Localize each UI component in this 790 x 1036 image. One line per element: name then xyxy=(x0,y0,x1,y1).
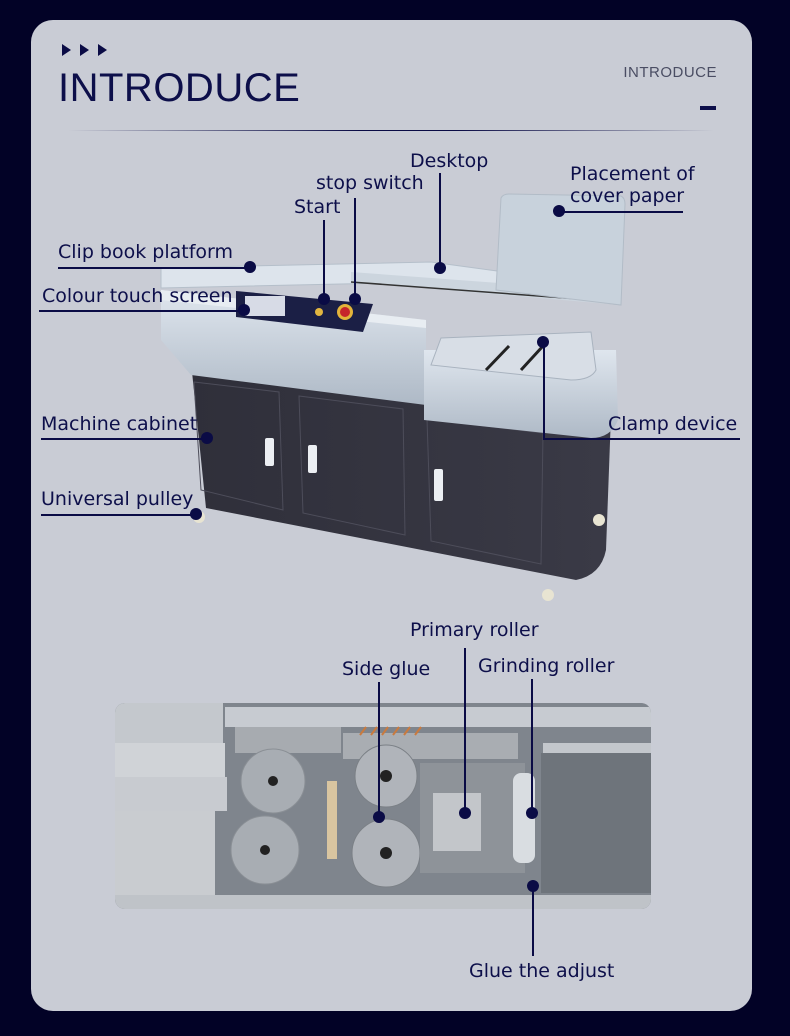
leader-clamp-device-h xyxy=(543,438,740,440)
leader-stop-switch xyxy=(354,198,356,298)
label-placement-line2: cover paper xyxy=(570,185,685,207)
marker-stop-switch xyxy=(349,293,361,305)
section-subtitle: INTRODUCE xyxy=(623,64,717,81)
marker-universal-pulley xyxy=(190,508,202,520)
label-machine-cabinet: Machine cabinet xyxy=(41,413,198,435)
page-title: INTRODUCE xyxy=(58,66,301,110)
play-arrow-icon xyxy=(62,44,71,56)
play-arrow-icon xyxy=(98,44,107,56)
label-grinding-roller: Grinding roller xyxy=(478,655,615,677)
label-side-glue: Side glue xyxy=(342,658,431,680)
marker-grinding-roller xyxy=(526,807,538,819)
label-desktop: Desktop xyxy=(410,150,489,172)
introduce-card: INTRODUCE INTRODUCE xyxy=(31,20,752,1011)
leader-clip-book-platform xyxy=(58,267,250,269)
leader-desktop xyxy=(439,173,441,268)
label-start: Start xyxy=(294,196,341,218)
marker-side-glue xyxy=(373,811,385,823)
leader-placement xyxy=(559,211,683,213)
decor-arrows xyxy=(62,44,107,56)
label-glue-the-adjust: Glue the adjust xyxy=(469,960,615,982)
leader-start xyxy=(323,220,325,298)
marker-primary-roller xyxy=(459,807,471,819)
leader-glue-adjust xyxy=(532,886,534,956)
leader-colour-touch-screen xyxy=(39,310,244,312)
marker-placement xyxy=(553,205,565,217)
marker-machine-cabinet xyxy=(201,432,213,444)
marker-clamp-device xyxy=(537,336,549,348)
label-clamp-device: Clamp device xyxy=(608,413,738,435)
label-stop-switch: stop switch xyxy=(316,172,424,194)
play-arrow-icon xyxy=(80,44,89,56)
glue-unit-detail-photo xyxy=(115,703,651,909)
marker-desktop xyxy=(434,262,446,274)
marker-clip-book-platform xyxy=(244,261,256,273)
marker-colour-touch-screen xyxy=(238,304,250,316)
leader-grinding-roller xyxy=(531,679,533,813)
label-clip-book-platform: Clip book platform xyxy=(58,241,234,263)
leader-primary-roller xyxy=(464,648,466,813)
leader-machine-cabinet xyxy=(41,438,207,440)
marker-start xyxy=(318,293,330,305)
leader-universal-pulley xyxy=(41,514,196,516)
leader-side-glue xyxy=(378,682,380,817)
label-colour-touch-screen: Colour touch screen xyxy=(42,285,233,307)
header-divider xyxy=(68,130,714,131)
label-universal-pulley: Universal pulley xyxy=(41,488,194,510)
leader-clamp-device-v xyxy=(543,342,545,439)
glue-unit-illustration xyxy=(115,703,651,909)
subtitle-dash xyxy=(700,106,716,110)
label-placement-line1: Placement of xyxy=(570,163,695,185)
label-primary-roller: Primary roller xyxy=(410,619,539,641)
